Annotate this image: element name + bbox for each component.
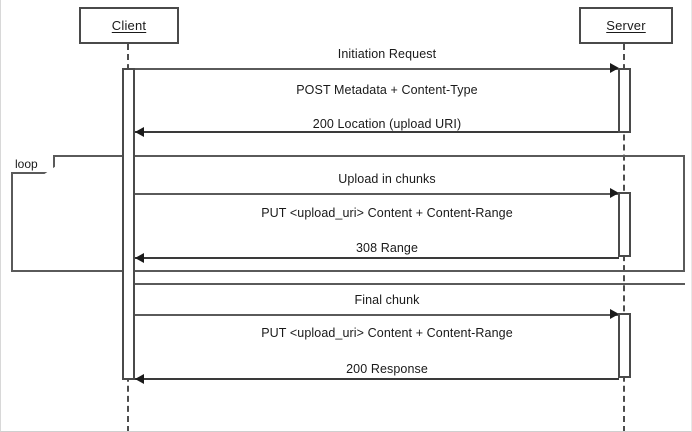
loop-fragment-operator-label: loop — [15, 156, 38, 171]
activation-bar-client — [122, 68, 135, 380]
participant-client[interactable]: Client — [79, 7, 179, 44]
message-line-308-range — [135, 257, 619, 259]
message-label-initiation-request: Initiation Request — [337, 47, 437, 61]
arrowhead-200-location — [135, 127, 144, 137]
message-label-200-location: 200 Location (upload URI) — [312, 117, 462, 131]
participant-server[interactable]: Server — [579, 7, 673, 44]
loop-fragment-tab: loop — [11, 155, 55, 174]
arrowhead-final-chunk — [610, 309, 619, 319]
loop-fragment — [11, 155, 685, 272]
message-label-upload-in-chunks: Upload in chunks — [338, 172, 436, 186]
message-rail-upload-chunks — [135, 193, 619, 195]
arrowhead-308-range — [135, 253, 144, 263]
message-label-308-range: 308 Range — [355, 241, 419, 255]
participant-server-label: Server — [606, 18, 646, 33]
activation-bar-server-2 — [618, 192, 631, 257]
arrowhead-200-response — [135, 374, 144, 384]
message-label-put-final-chunk: PUT <upload_uri> Content + Content-Range — [261, 326, 513, 340]
message-label-final-chunk: Final chunk — [354, 293, 420, 307]
activation-bar-server-1 — [618, 68, 631, 133]
activation-bar-server-3 — [618, 313, 631, 378]
arrowhead-initiation-request — [610, 63, 619, 73]
message-line-200-response — [135, 378, 619, 380]
message-line-200-location — [135, 131, 619, 133]
message-rail-final-chunk — [135, 314, 619, 316]
message-label-200-response: 200 Response — [346, 362, 428, 376]
arrowhead-upload-in-chunks — [610, 188, 619, 198]
message-label-post-metadata: POST Metadata + Content-Type — [296, 83, 478, 97]
message-rail-final-chunk-top — [135, 283, 685, 285]
message-rail-initiation — [135, 68, 619, 70]
participant-client-label: Client — [111, 18, 147, 33]
message-label-put-chunk: PUT <upload_uri> Content + Content-Range — [261, 206, 513, 220]
